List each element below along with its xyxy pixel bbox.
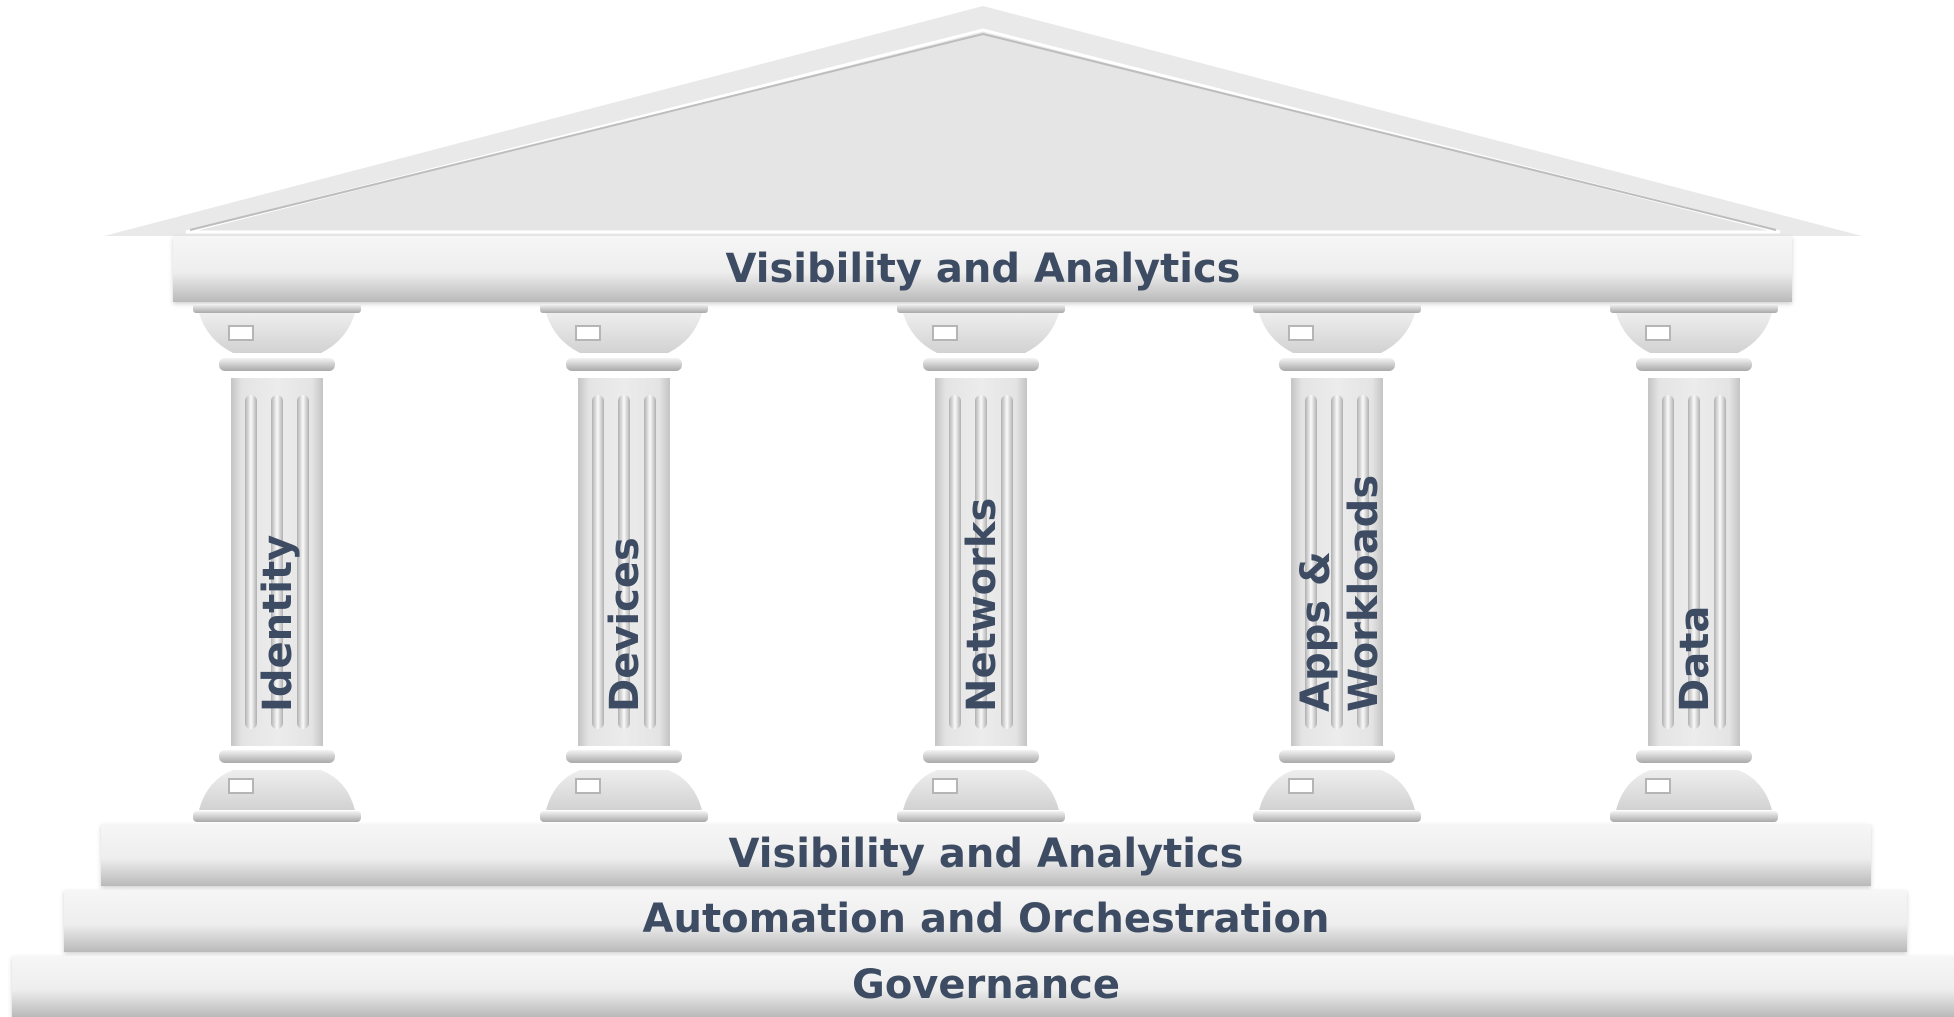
foundation-step-1-label: Visibility and Analytics [729,831,1244,877]
shaft-flute-2 [618,395,630,729]
base-flare [903,770,1059,810]
foundation-step-2: Automation and Orchestration [64,890,1907,952]
base-bottom-ring [540,811,708,822]
shaft-flute-2 [1331,395,1343,729]
architrave-band: Visibility and Analytics [173,236,1792,302]
pillar-label-line: Apps & [1293,551,1339,712]
foundation-step-3-label: Governance [852,962,1120,1008]
capital-notch [575,325,601,341]
foundation-step-2-label: Automation and Orchestration [643,896,1330,942]
capital-top-ring [1610,304,1778,313]
roof-pediment [104,6,1862,236]
base-neck-ring [1636,750,1752,763]
base-notch [1288,778,1314,794]
pillar-label-line: Networks [959,498,1005,712]
capital-neck-ring [566,358,682,371]
base-flare [1616,770,1772,810]
base-notch [228,778,254,794]
base-bottom-ring [1610,811,1778,822]
capital-top-ring [193,304,361,313]
capital-flare [1259,313,1415,353]
pillar-label-2: Devices [602,537,648,712]
shaft-flute-1 [592,395,604,729]
foundation-steps: Visibility and Analytics Automation and … [12,824,1954,1017]
capital-notch [228,325,254,341]
shaft-flute-1 [1305,395,1317,729]
base-flare [1259,770,1415,810]
foundation-step-1: Visibility and Analytics [101,824,1871,886]
capital-top-ring [897,304,1065,313]
pillar-label-4: Apps &Workloads [1293,475,1387,712]
shaft-flute-2 [975,395,987,729]
shaft-flute-1 [245,395,257,729]
pillar-label-line: Devices [602,537,648,712]
base-flare [199,770,355,810]
base-bottom-ring [193,811,361,822]
shaft-flute-1 [1662,395,1674,729]
pillar-label-3: Networks [959,498,1005,712]
shaft-flute-3 [1001,395,1013,729]
base-neck-ring [1279,750,1395,763]
base-neck-ring [923,750,1039,763]
pillar-label-line: Data [1672,606,1718,712]
shaft-flute-3 [1714,395,1726,729]
shaft-flute-3 [644,395,656,729]
capital-notch [1288,325,1314,341]
capital-flare [546,313,702,353]
pillar-2: Devices [540,304,708,822]
roof-band-label: Visibility and Analytics [726,246,1241,292]
base-notch [932,778,958,794]
capital-top-ring [1253,304,1421,313]
pillar-5: Data [1610,304,1778,822]
pillar-label-5: Data [1672,606,1718,712]
capital-top-ring [540,304,708,313]
base-flare [546,770,702,810]
capital-flare [903,313,1059,353]
shaft-flute-1 [949,395,961,729]
base-neck-ring [566,750,682,763]
capital-neck-ring [1636,358,1752,371]
shaft-flute-2 [271,395,283,729]
pillar-4: Apps &Workloads [1253,304,1421,822]
shaft-flute-3 [1357,395,1369,729]
pillar-3: Networks [897,304,1065,822]
capital-flare [199,313,355,353]
base-notch [575,778,601,794]
capital-neck-ring [923,358,1039,371]
base-bottom-ring [1253,811,1421,822]
base-notch [1645,778,1671,794]
pillar-label-line: Workloads [1341,475,1387,712]
capital-neck-ring [1279,358,1395,371]
base-bottom-ring [897,811,1065,822]
pillar-label-line: Identity [255,535,301,712]
capital-notch [1645,325,1671,341]
base-neck-ring [219,750,335,763]
shaft-flute-3 [297,395,309,729]
foundation-step-3: Governance [12,956,1954,1017]
pillar-1: Identity [193,304,361,822]
capital-flare [1616,313,1772,353]
capital-neck-ring [219,358,335,371]
pillar-label-1: Identity [255,535,301,712]
capital-notch [932,325,958,341]
shaft-flute-2 [1688,395,1700,729]
